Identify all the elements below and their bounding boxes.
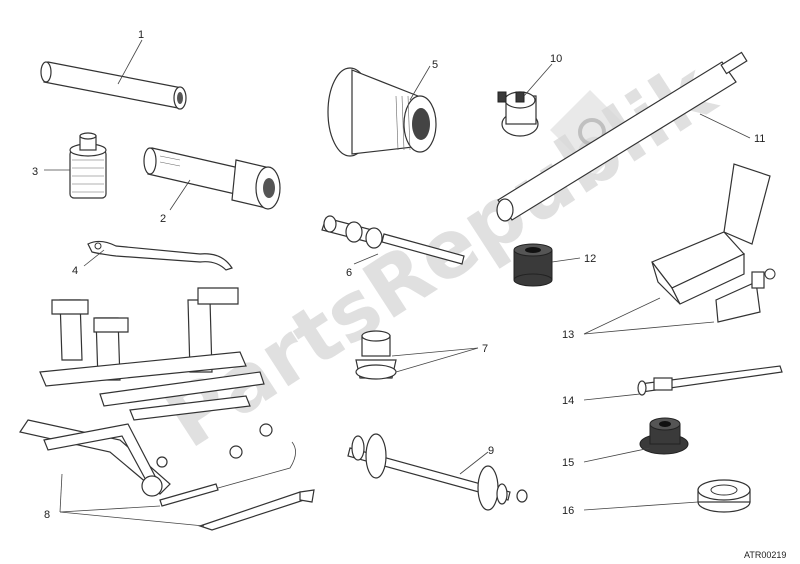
label-8: 8: [44, 509, 50, 521]
label-10: 10: [550, 53, 562, 65]
leader-lines: [44, 39, 751, 527]
label-7: 7: [482, 343, 488, 355]
part-9-puller: [347, 433, 528, 511]
label-6: 6: [346, 267, 352, 279]
part-6-pin-assembly: [321, 215, 465, 265]
label-1: 1: [138, 29, 144, 41]
label-14: 14: [562, 395, 574, 407]
part-10-castle-socket: [497, 91, 539, 137]
part-7-adapter: [355, 330, 397, 380]
part-1-rod: [40, 61, 187, 110]
part-15-bush: [639, 417, 689, 455]
label-12: 12: [584, 253, 596, 265]
part-8-stand-assembly: [19, 287, 315, 531]
label-4: 4: [72, 265, 78, 277]
part-13-kit-box: [651, 163, 776, 323]
part-2-bushing-tool: [143, 147, 281, 210]
part-16-ring: [697, 479, 751, 513]
label-11: 11: [754, 133, 765, 145]
part-4-hook-wrench: [87, 240, 233, 271]
label-16: 16: [562, 505, 574, 517]
part-5-bell-tool: [327, 67, 437, 157]
part-14-slim-tool: [637, 365, 783, 396]
label-3: 3: [32, 166, 38, 178]
label-5: 5: [432, 59, 438, 71]
label-15: 15: [562, 457, 574, 469]
label-9: 9: [488, 445, 494, 457]
part-11-long-bar: [496, 51, 748, 222]
callout-labels: 1 2 3 4 5 6 7 8 9 10 11 12 13 14 15 16: [32, 29, 765, 521]
label-13: 13: [562, 329, 574, 341]
part-3-threaded-cylinder: [69, 132, 107, 199]
label-2: 2: [160, 213, 166, 225]
drawing-code: ATR00219: [744, 550, 786, 560]
part-12-bush: [513, 243, 553, 287]
